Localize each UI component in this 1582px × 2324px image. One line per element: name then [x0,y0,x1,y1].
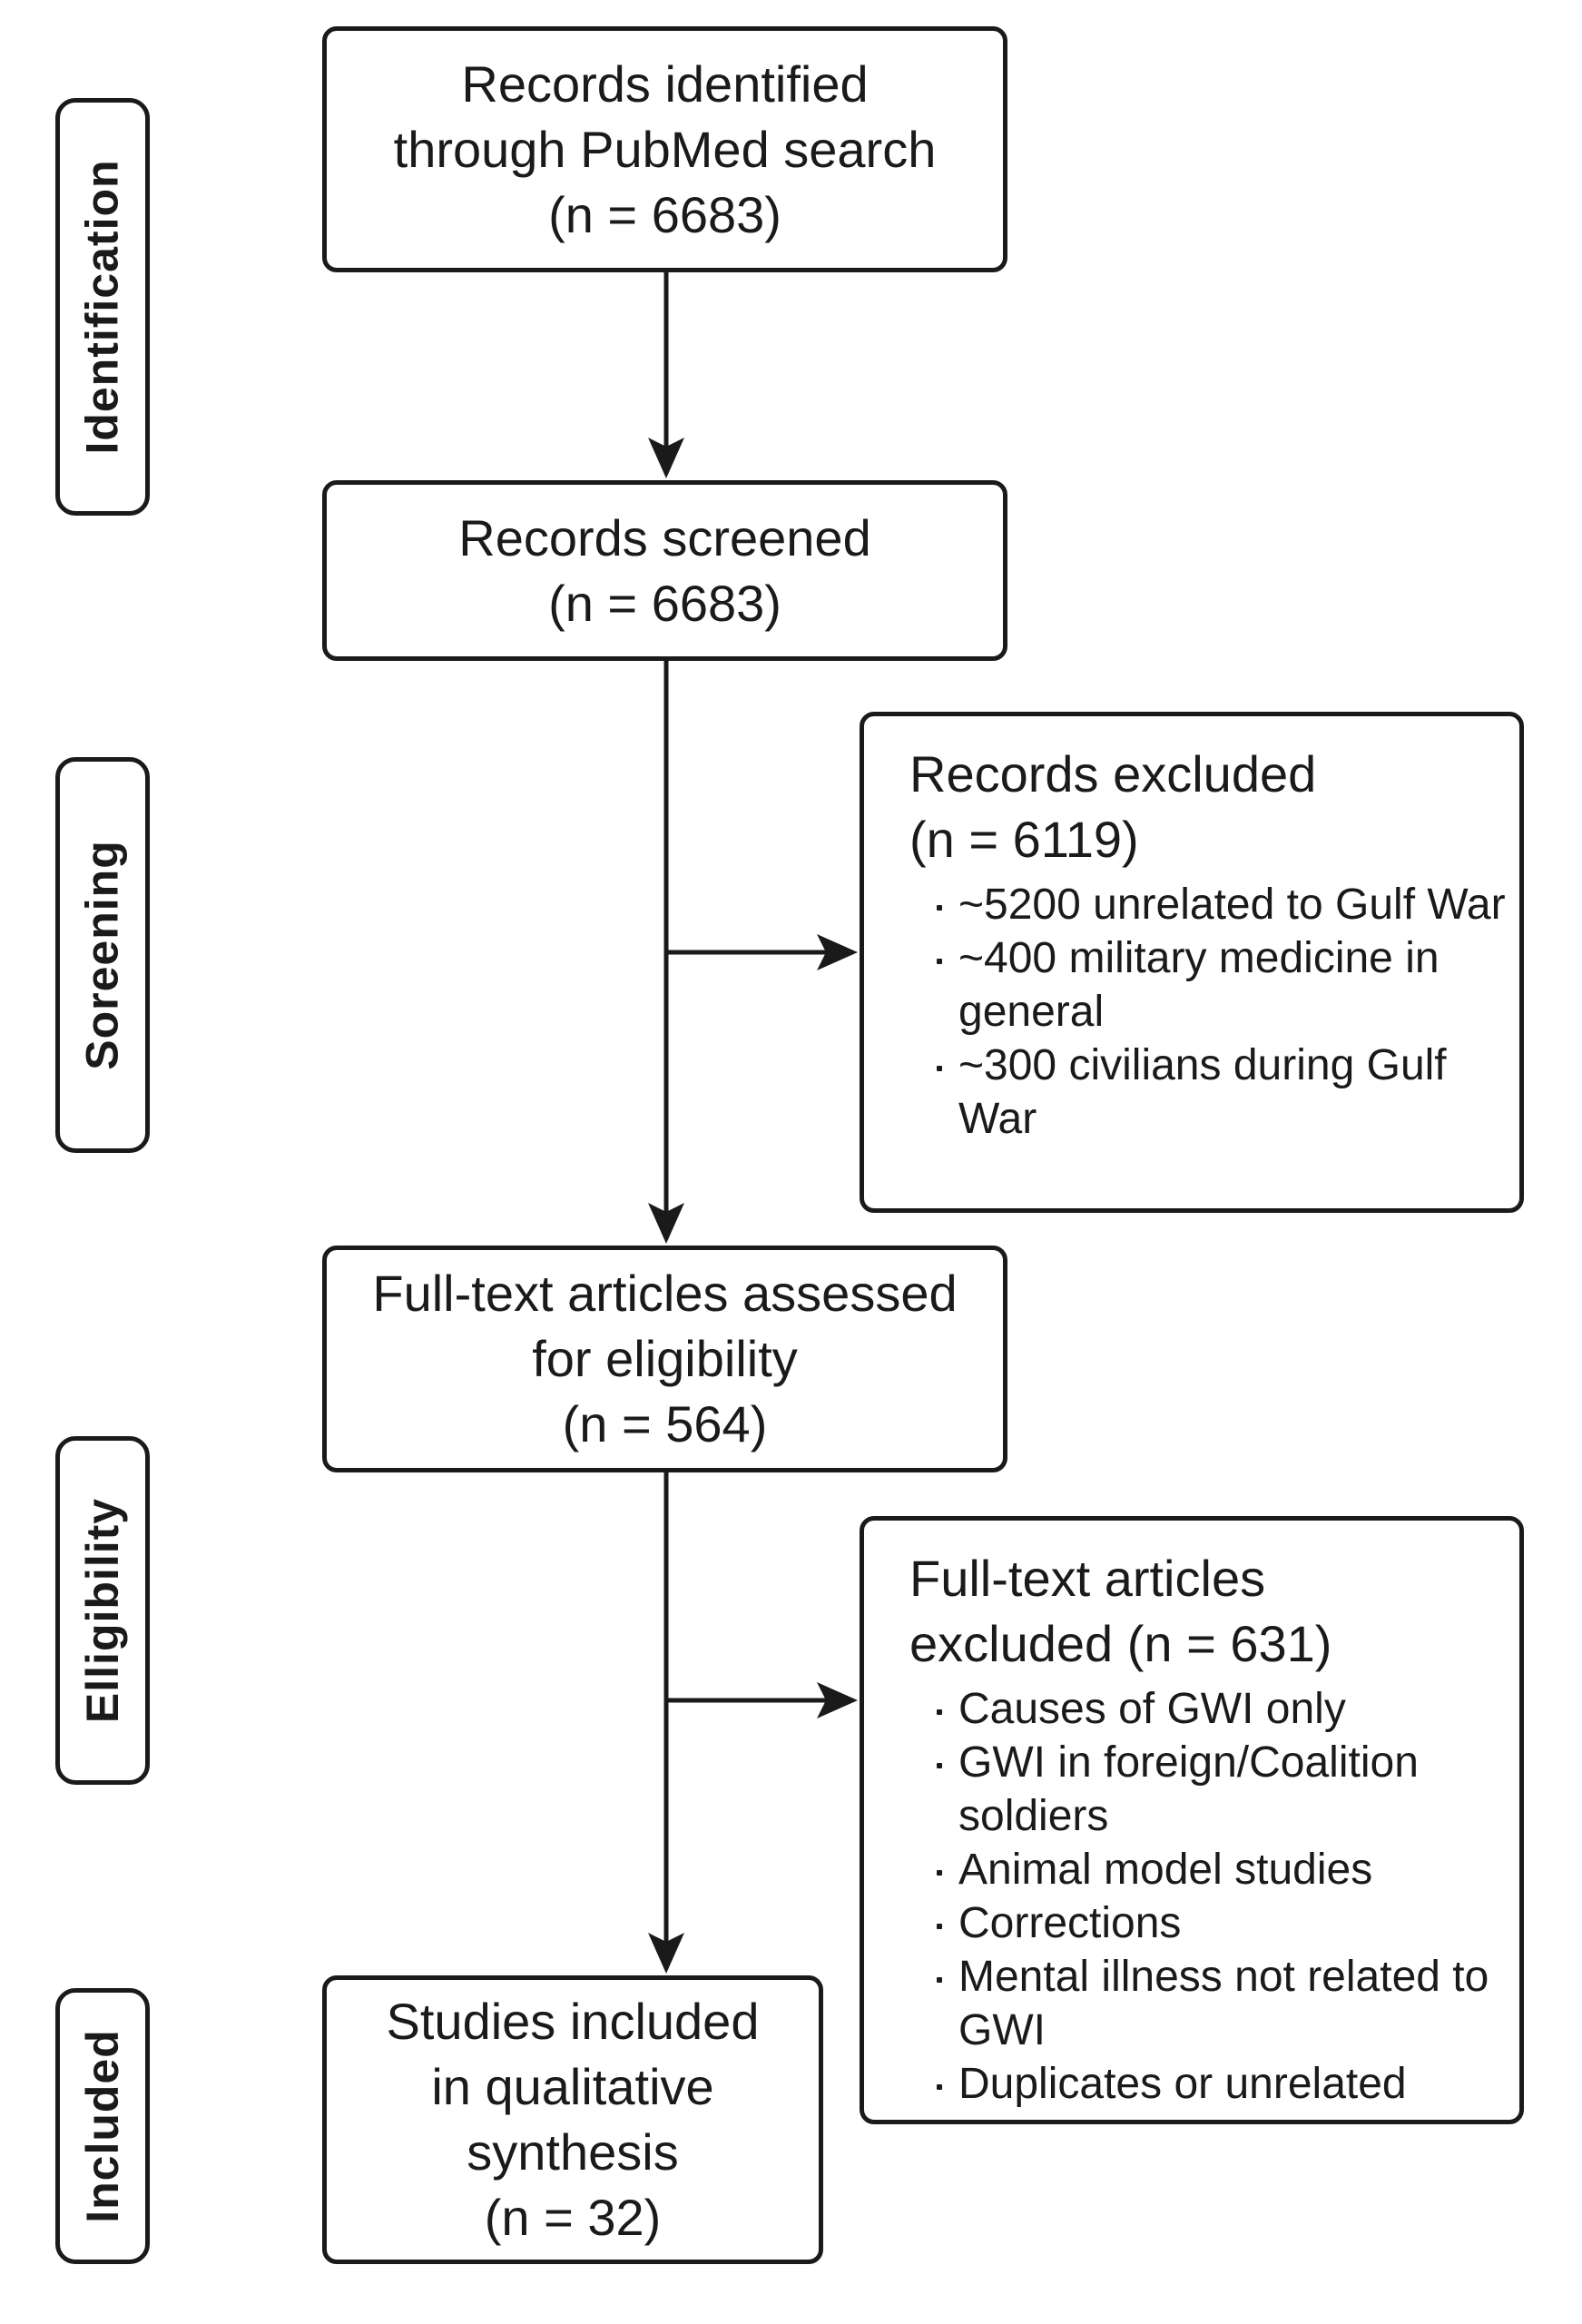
box-studies-included: Studies included in qualitative synthesi… [322,1975,823,2264]
exclusion-reason: Duplicates or unrelated [933,2057,1519,2111]
box-count: (n = 6683) [548,185,781,243]
box-records-screened: Records screened (n = 6683) [322,480,1007,661]
exclusion-reason: Corrections [933,1896,1519,1950]
exclusion-heading: Full-text articles [909,1550,1266,1607]
exclusion-reason: Causes of GWI only [933,1682,1519,1736]
exclusion-heading: Records excluded [909,745,1317,803]
box-line: Studies included [386,1993,760,2050]
phase-label: Soreening [77,840,129,1070]
exclusion-reason: Animal model studies [933,1843,1519,1896]
box-line: Full-text articles assessed [372,1265,958,1322]
exclusion-reasons: ~5200 unrelated to Gulf War ~400 militar… [909,878,1519,1146]
box-line: Records screened [458,508,871,566]
phase-screening: Soreening [55,757,150,1153]
box-count: (n = 32) [484,2189,662,2246]
box-count: (n = 564) [562,1395,768,1452]
box-line: Records identified [461,54,869,113]
exclusion-count: (n = 6119) [909,811,1139,868]
exclusion-reason: GWI in foreign/Coalition soldiers [933,1736,1519,1843]
exclusion-count: excluded (n = 631) [909,1615,1332,1672]
phase-included: Included [55,1988,150,2264]
phase-label: Elligibility [77,1497,129,1724]
box-count: (n = 6683) [548,574,781,632]
box-line: through PubMed search [393,120,937,178]
phase-label: Identification [77,159,129,455]
phase-identification: Identification [55,98,150,516]
box-records-identified: Records identified through PubMed search… [322,26,1007,272]
exclusion-reason: ~300 civilians during Gulf War [933,1039,1519,1146]
exclusion-reason: ~400 military medicine in general [933,931,1519,1039]
box-fulltext-assessed: Full-text articles assessed for eligibil… [322,1246,1007,1472]
exclusion-reasons: Causes of GWI only GWI in foreign/Coalit… [909,1682,1519,2111]
exclusion-reason: Mental illness not related to GWI [933,1950,1519,2057]
box-fulltext-excluded: Full-text articles excluded (n = 631) Ca… [860,1516,1524,2124]
box-records-excluded: Records excluded (n = 6119) ~5200 unrela… [860,712,1524,1213]
box-line: for eligibility [532,1330,798,1387]
box-line: in qualitative [431,2058,714,2115]
box-line: synthesis [467,2123,679,2181]
exclusion-reason: ~5200 unrelated to Gulf War [933,878,1519,931]
phase-eligibility: Elligibility [55,1436,150,1785]
phase-label: Included [77,2029,129,2223]
